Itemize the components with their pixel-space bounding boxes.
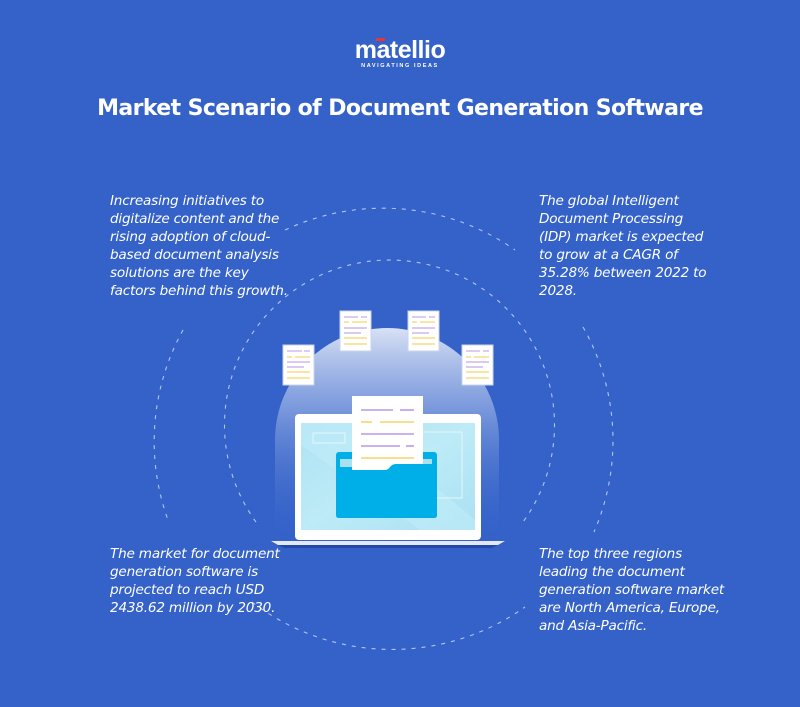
logo-text: matellio — [354, 36, 446, 64]
folder-front-flap — [336, 464, 437, 518]
fact-top-regions: The top three regions leading the docume… — [539, 546, 725, 634]
fact-market-size-2030: The market for document generation softw… — [110, 546, 280, 616]
logo: matellio NAVIGATING IDEAS — [0, 36, 800, 70]
outer-arc-top — [284, 207, 516, 251]
page-title: Market Scenario of Document Generation S… — [97, 96, 703, 121]
outer-arc-left — [153, 329, 184, 521]
outer-arc-bottom — [251, 601, 526, 650]
fact-digitalization-growth: Increasing initiatives to digitalize con… — [110, 193, 288, 299]
fact-idp-cagr: The global Intelligent Document Processi… — [539, 193, 707, 299]
logo-wordmark: matellio — [354, 36, 446, 64]
document-icon-4 — [461, 344, 494, 386]
document-icon-1 — [282, 344, 315, 386]
document-icon-3 — [407, 310, 440, 352]
logo-tagline: NAVIGATING IDEAS — [361, 63, 439, 69]
inner-arc — [223, 259, 556, 523]
main-document-icon — [352, 396, 423, 471]
document-icon-2 — [339, 310, 372, 352]
